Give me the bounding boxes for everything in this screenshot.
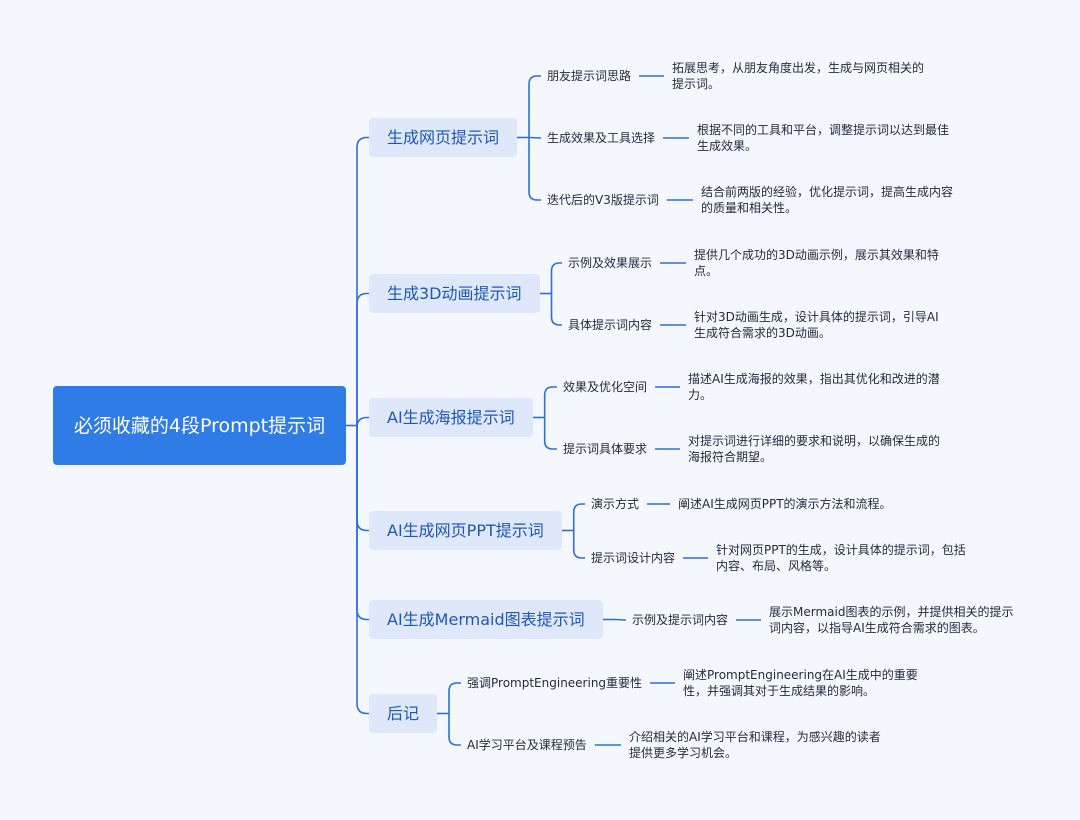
sub-friend-idea[interactable]: 朋友提示词思路 <box>547 68 631 84</box>
desc-friend-idea: 拓展思考，从朋友角度出发，生成与网页相关的提示词。 <box>672 60 927 92</box>
desc-text: 描述AI生成海报的效果，指出其优化和改进的潜力。 <box>688 372 940 402</box>
desc-text: 阐述PromptEngineering在AI生成中的重要性，并强调其对于生成结果… <box>683 668 918 698</box>
sub-label: 示例及提示词内容 <box>632 613 729 627</box>
desc-text: 拓展思考，从朋友角度出发，生成与网页相关的提示词。 <box>672 61 925 91</box>
branch-4-connector-link-0 <box>614 618 627 621</box>
branch-label: AI生成Mermaid图表提示词 <box>387 610 585 629</box>
sub-label: 提示词具体要求 <box>563 442 648 456</box>
branch-2-connector-link-0 <box>543 386 557 418</box>
desc-mermaid-example: 展示Mermaid图表的示例，并提供相关的提示词内容，以指导AI生成符合需求的图… <box>769 604 1019 636</box>
branch-web-prompt[interactable]: 生成网页提示词 <box>369 118 518 157</box>
branch-mermaid[interactable]: AI生成Mermaid图表提示词 <box>369 600 603 639</box>
desc-prompt-requirement: 对提示词进行详细的要求和说明，以确保生成的海报符合期望。 <box>688 433 946 465</box>
sub-prompt-design[interactable]: 提示词设计内容 <box>591 550 675 566</box>
desc-text: 针对网页PPT的生成，设计具体的提示词，包括内容、布局、风格等。 <box>716 543 966 573</box>
desc-prompt-engineering: 阐述PromptEngineering在AI生成中的重要性，并强调其对于生成结果… <box>683 667 928 699</box>
branch-label: 生成网页提示词 <box>387 128 500 147</box>
desc-v3-prompt: 结合前两版的经验，优化提示词，提高生成内容的质量和相关性。 <box>701 184 956 216</box>
desc-effect-optimize: 描述AI生成海报的效果，指出其优化和改进的潜力。 <box>688 371 946 403</box>
sub-label: 演示方式 <box>591 497 640 511</box>
desc-text: 对提示词进行详细的要求和说明，以确保生成的海报符合期望。 <box>688 434 941 464</box>
branch-afterword[interactable]: 后记 <box>369 694 438 733</box>
sub-label: 强调PromptEngineering重要性 <box>467 676 643 690</box>
desc-presentation: 阐述AI生成网页PPT的演示方法和流程。 <box>678 496 918 512</box>
desc-prompt-design: 针对网页PPT的生成，设计具体的提示词，包括内容、布局、风格等。 <box>716 542 971 574</box>
branch-poster[interactable]: AI生成海报提示词 <box>369 398 533 437</box>
sub-mermaid-example[interactable]: 示例及提示词内容 <box>632 612 728 628</box>
sub-learning-platform[interactable]: AI学习平台及课程预告 <box>467 737 587 753</box>
root-connector-link-0 <box>356 136 369 426</box>
sub-effect-optimize[interactable]: 效果及优化空间 <box>563 379 647 395</box>
desc-text: 提供几个成功的3D动画示例，展示其效果和特点。 <box>694 248 939 278</box>
branch-label: AI生成网页PPT提示词 <box>387 521 544 540</box>
desc-text: 根据不同的工具和平台，调整提示词以达到最佳生成效果。 <box>697 123 950 153</box>
branch-2-connector-link-1 <box>543 417 557 450</box>
sub-label: 具体提示词内容 <box>568 318 653 332</box>
root-connector-link-1 <box>356 292 369 426</box>
branch-label: 生成3D动画提示词 <box>387 284 522 303</box>
sub-label: 迭代后的V3版提示词 <box>547 193 659 207</box>
branch-3d-animation[interactable]: 生成3D动画提示词 <box>369 274 540 313</box>
branch-label: 后记 <box>387 704 420 723</box>
desc-text: 结合前两版的经验，优化提示词，提高生成内容的质量和相关性。 <box>701 185 954 215</box>
branch-web-ppt[interactable]: AI生成网页PPT提示词 <box>369 511 562 550</box>
root-title: 必须收藏的4段Prompt提示词 <box>73 414 326 437</box>
branch-0-connector-link-2 <box>528 137 541 201</box>
branch-0-connector-link-0 <box>528 75 541 138</box>
branch-label: AI生成海报提示词 <box>387 408 515 427</box>
branch-5-connector-link-0 <box>448 682 461 714</box>
desc-effect-tool: 根据不同的工具和平台，调整提示词以达到最佳生成效果。 <box>697 122 952 154</box>
branch-0-connector-link-1 <box>528 136 542 139</box>
sub-effect-tool[interactable]: 生成效果及工具选择 <box>547 130 655 146</box>
branch-1-connector-link-0 <box>550 262 562 294</box>
sub-example-effect[interactable]: 示例及效果展示 <box>568 255 652 271</box>
branch-5-connector-link-1 <box>448 713 461 746</box>
root-connector-link-5 <box>356 425 369 715</box>
sub-label: 生成效果及工具选择 <box>547 131 656 145</box>
desc-text: 针对3D动画生成，设计具体的提示词，引导AI生成符合需求的3D动画。 <box>694 310 939 340</box>
root-node[interactable]: 必须收藏的4段Prompt提示词 <box>53 386 346 465</box>
sub-label: 提示词设计内容 <box>591 551 676 565</box>
sub-label: 示例及效果展示 <box>568 256 653 270</box>
sub-specific-prompt[interactable]: 具体提示词内容 <box>568 317 652 333</box>
root-connector-link-4 <box>356 425 369 621</box>
desc-specific-prompt: 针对3D动画生成，设计具体的提示词，引导AI生成符合需求的3D动画。 <box>694 309 944 341</box>
sub-label: AI学习平台及课程预告 <box>467 738 587 752</box>
desc-text: 介绍相关的AI学习平台和课程，为感兴趣的读者提供更多学习机会。 <box>629 730 881 760</box>
sub-prompt-requirement[interactable]: 提示词具体要求 <box>563 441 647 457</box>
sub-label: 效果及优化空间 <box>563 380 648 394</box>
desc-text: 阐述AI生成网页PPT的演示方法和流程。 <box>678 497 892 511</box>
sub-presentation[interactable]: 演示方式 <box>591 496 639 512</box>
root-connector-link-2 <box>356 416 369 428</box>
desc-learning-platform: 介绍相关的AI学习平台和课程，为感兴趣的读者提供更多学习机会。 <box>629 729 884 761</box>
root-connector-link-3 <box>356 425 369 532</box>
desc-text: 展示Mermaid图表的示例，并提供相关的提示词内容，以指导AI生成符合需求的图… <box>769 605 1014 635</box>
sub-v3-prompt[interactable]: 迭代后的V3版提示词 <box>547 192 659 208</box>
sub-prompt-engineering[interactable]: 强调PromptEngineering重要性 <box>467 675 642 691</box>
branch-3-connector-link-1 <box>572 530 585 559</box>
branch-3-connector-link-0 <box>572 503 585 531</box>
branch-1-connector-link-1 <box>550 293 562 326</box>
sub-label: 朋友提示词思路 <box>547 69 632 83</box>
desc-example-effect: 提供几个成功的3D动画示例，展示其效果和特点。 <box>694 247 944 279</box>
